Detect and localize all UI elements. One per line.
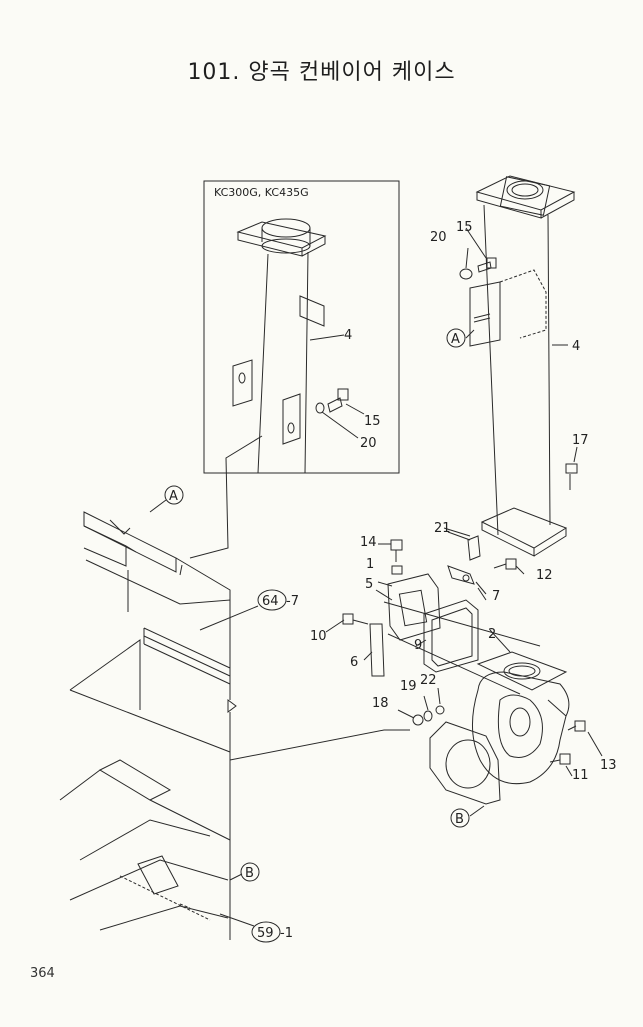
page-number: 364 <box>30 966 55 981</box>
part-number: 4 <box>344 328 352 343</box>
callout-a: A <box>169 489 178 504</box>
callout-b: B <box>455 812 464 827</box>
part-number: 17 <box>572 433 589 448</box>
part-number: 15 <box>364 414 381 429</box>
part-number: 18 <box>372 696 389 711</box>
part-number: 19 <box>400 679 417 694</box>
part-number: 21 <box>434 521 451 536</box>
part-number: 15 <box>456 220 473 235</box>
callout-b: B <box>245 866 254 881</box>
part-number: 4 <box>572 339 580 354</box>
middle-part-numbers: 21 14 1 12 5 7 10 9 2 6 <box>310 521 553 670</box>
pump-housing <box>397 671 603 817</box>
part-number: 22 <box>420 673 437 688</box>
ref-number: 64 <box>262 594 279 609</box>
part-number: 20 <box>430 230 447 245</box>
part-number: 10 <box>310 629 327 644</box>
ref-number: 59 <box>257 926 274 941</box>
page-title: 101. 양곡 컨베이어 케이스 <box>187 60 456 85</box>
part-number: 1 <box>366 557 374 572</box>
part-number: 12 <box>536 568 553 583</box>
middle-parts <box>325 527 568 695</box>
part-number: 7 <box>492 589 500 604</box>
part-number: 13 <box>600 758 617 773</box>
main-tube-part-numbers: 20 15 4 17 <box>430 220 589 448</box>
ref-suffix: -7 <box>286 594 299 609</box>
ref-suffix: -1 <box>280 926 293 941</box>
part-number: 6 <box>350 655 358 670</box>
part-number: 5 <box>365 577 373 592</box>
conveyor-body <box>59 435 410 940</box>
main-tube <box>459 175 578 557</box>
part-number: 20 <box>360 436 377 451</box>
part-number: 11 <box>572 768 589 783</box>
inset-label: KC300G, KC435G <box>214 186 309 199</box>
part-number: 14 <box>360 535 377 550</box>
inset-part-numbers: 4 15 20 <box>344 328 381 451</box>
callouts <box>149 328 470 943</box>
pump-part-numbers: 18 19 22 13 11 <box>372 673 617 783</box>
callout-labels: A A B B 64 -7 59 -1 <box>169 332 464 941</box>
callout-a: A <box>451 332 460 347</box>
part-number: 2 <box>488 627 496 642</box>
part-number: 9 <box>414 638 422 653</box>
inset-box: KC300G, KC435G <box>203 180 400 474</box>
